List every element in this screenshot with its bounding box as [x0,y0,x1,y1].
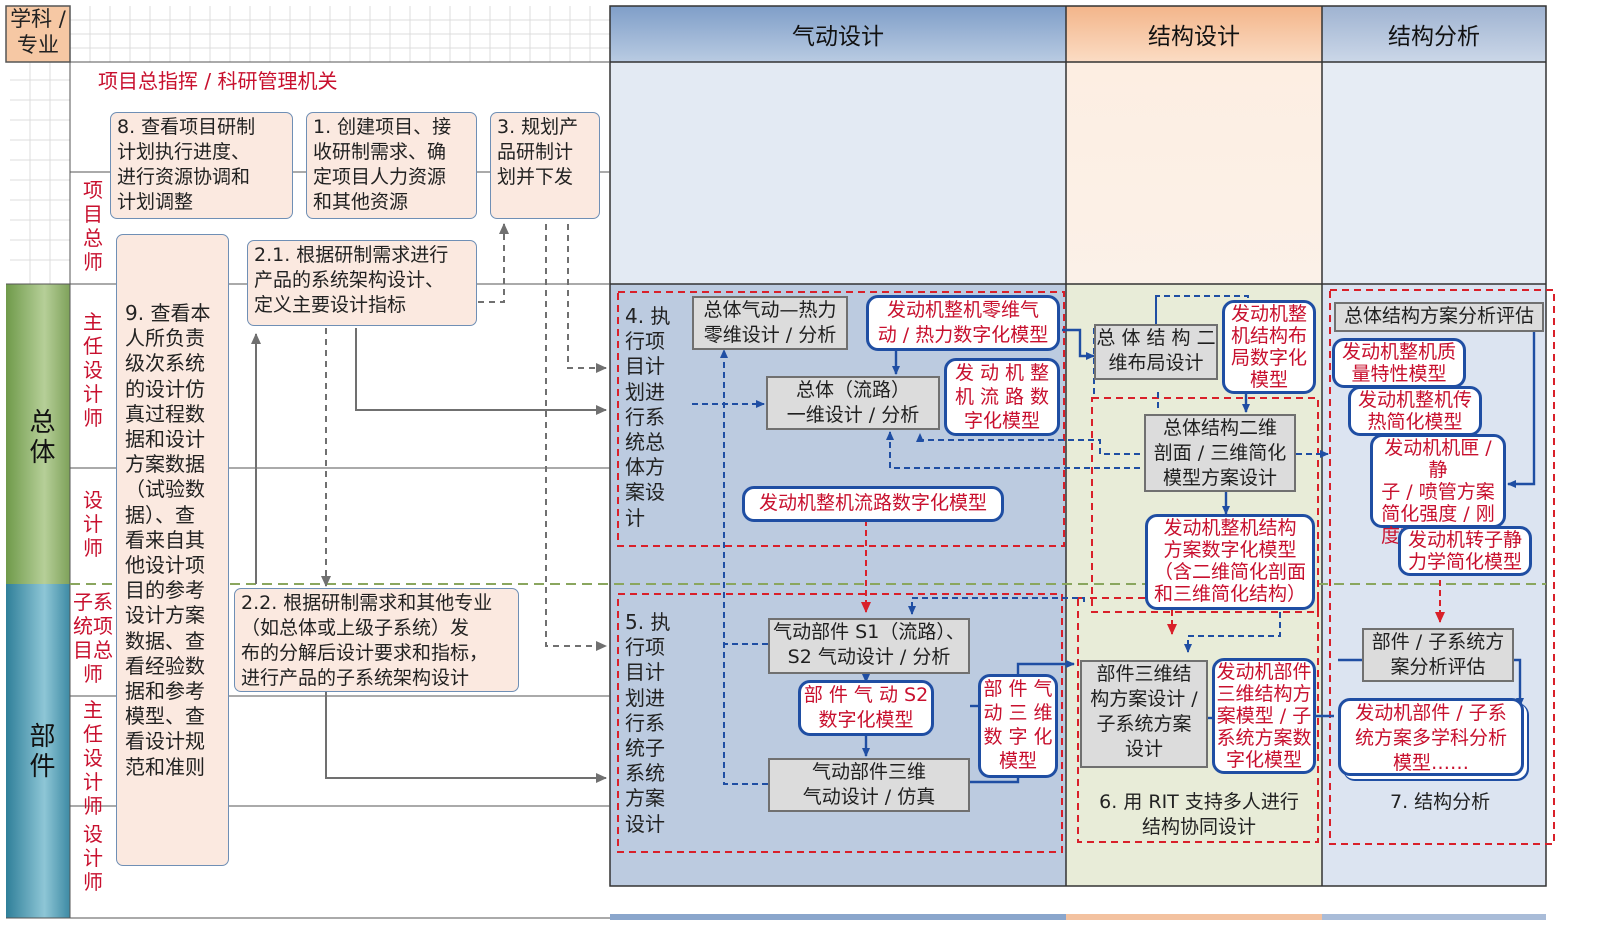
column-header-analysis: 结构分析 [1388,24,1480,50]
aero-3d-model: 部 件 气 动 三 维 数 字 化 模型 [978,674,1058,778]
aero-thermo-box: 总体气动—热力 零维设计 / 分析 [692,296,848,350]
analysis-mass-model: 发动机整机质 量特性模型 [1332,338,1466,388]
analysis-casing-model: 发动机机匣 / 静 子 / 喷管方案 简化强度 / 刚 度有限元模型 [1370,434,1506,547]
role-subsystem-chief: 子系 统项 目总 师 [73,590,113,686]
step-2-2-box: 2.2. 根据研制需求和其他专业 （如总体或上级子系统）发 布的分解后设计要求和… [234,588,519,692]
aero-component-3d-box: 气动部件三维 气动设计 / 仿真 [768,758,970,812]
aero-zero-dim-model: 发动机整机零维气 动 / 热力数字化模型 [866,295,1060,351]
aero-flowpath-num-model: 发 动 机 整 机 流 路 数 字化模型 [944,358,1060,436]
role-designer-2: 设 计 师 [83,822,103,894]
analysis-component-eval-box: 部件 / 子系统方 案分析评估 [1362,628,1514,682]
struct-component-3d-box: 部件三维结 构方案设计 / 子系统方案 设计 [1080,660,1208,768]
step-2-1-box: 2.1. 根据研制需求进行 产品的系统架构设计、 定义主要设计指标 [247,240,477,326]
analysis-heat-model: 发动机整机传 热简化模型 [1348,386,1482,436]
struct-layout-2d-box: 总 体 结 构 二 维布局设计 [1094,324,1218,380]
band-overall: 总体 [25,408,55,468]
step-9-box: 9. 查看本 人所负责 级次系统 的设计仿 真过程数 据和设计 方案数据 （试验… [116,234,229,866]
aero-one-dim-box: 总体（流路） 一维设计 / 分析 [766,376,940,430]
aero-component-s1s2-box: 气动部件 S1（流路）、 S2 气动设计 / 分析 [768,618,970,674]
role-chief-designer-1: 主 任 设 计 师 [83,310,103,430]
role-chief-designer-2: 主 任 设 计 师 [83,698,103,818]
analysis-overall-eval-box: 总体结构方案分析评估 [1334,302,1544,332]
analysis-multidisciplinary-model: 发动机部件 / 子系 统方案多学科分析 模型…… [1338,698,1524,776]
aero-s2-model: 部 件 气 动 S2 数字化模型 [798,680,934,736]
role-project-chief: 项 目 总 师 [83,178,103,274]
step-5-label: 5. 执 行项 目计 划进 行系 统子 系统 方案 设计 [625,610,671,836]
struct-section-box: 总体结构二维 剖面 / 三维简化 模型方案设计 [1144,414,1296,492]
step-1-box: 1. 创建项目、接 收研制需求、确 定项目人力资源 和其他资源 [306,112,477,219]
step-3-box: 3. 规划产 品研制计 划并下发 [490,112,600,219]
struct-scheme-model: 发动机整机结构 方案数字化模型 （含二维简化剖面 和三维简化结构） [1145,514,1315,610]
struct-layout-model: 发动机整 机结构布 局数字化 模型 [1222,300,1316,394]
column-header-aero: 气动设计 [792,24,884,50]
aero-flowpath-model: 发动机整机流路数字化模型 [742,486,1004,522]
command-title: 项目总指挥 / 科研管理机关 [98,69,338,93]
analysis-rotor-model: 发动机转子静 力学简化模型 [1398,526,1532,576]
column-header-struct: 结构设计 [1148,24,1240,50]
header-corner: 学科 / 专业 [10,7,66,57]
step-4-label: 4. 执 行项 目计 划进 行系 统总 体方 案设 计 [625,304,671,530]
step-7-label: 7. 结构分析 [1390,791,1491,813]
step-8-box: 8. 查看项目研制 计划执行进度、 进行资源协调和 计划调整 [110,112,293,219]
role-designer-1: 设 计 师 [83,488,103,560]
band-component: 部件 [25,722,55,782]
step-6-label: 6. 用 RIT 支持多人进行 结构协同设计 [1099,791,1299,838]
struct-component-3d-model: 发动机部件 三维结构方 案模型 / 子 系统方案数 字化模型 [1212,658,1316,774]
